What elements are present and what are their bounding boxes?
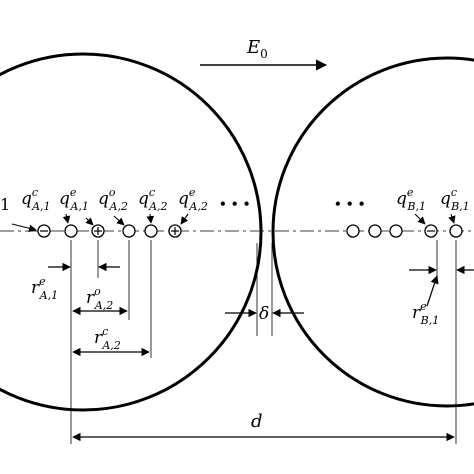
charge-marker-b2 (368, 224, 382, 238)
charge-marker-b3 (346, 224, 360, 238)
sphere-a (0, 52, 263, 412)
charge-marker-a1e (64, 224, 78, 238)
field-label: E0 (246, 37, 268, 61)
charge-marker-a2o (91, 224, 105, 238)
charge-marker-a2-extra (168, 224, 182, 238)
dim-r-b1e (409, 265, 474, 307)
charge-marker-a2e (144, 224, 158, 238)
ellipsis-right: • • • (334, 197, 365, 211)
extension-lines (70, 240, 457, 444)
label-pointers (11, 213, 456, 233)
charge-marker-b2x (389, 224, 403, 238)
charge-marker-a2c (122, 224, 136, 238)
distance-label: d (251, 411, 263, 432)
sphere-b (271, 56, 474, 408)
charge-marker-a1c (37, 224, 51, 238)
gap-label: δ (259, 304, 269, 324)
cut-label-left: 1 (0, 195, 10, 214)
ellipsis-left: • • • (219, 197, 250, 211)
charge-marker-b1c (449, 224, 463, 238)
charge-marker-b1e (424, 224, 438, 238)
